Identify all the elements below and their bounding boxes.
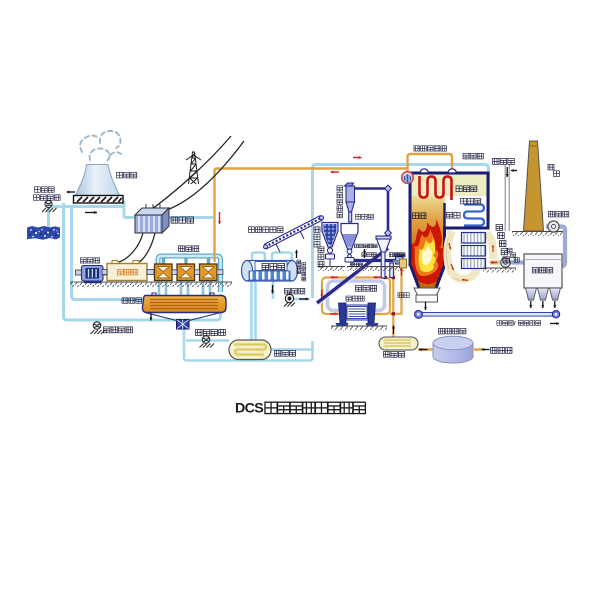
- svg-text:/: /: [514, 321, 516, 327]
- svg-text:S: S: [254, 401, 263, 417]
- svg-text:D: D: [235, 401, 245, 417]
- svg-text:C: C: [245, 401, 255, 417]
